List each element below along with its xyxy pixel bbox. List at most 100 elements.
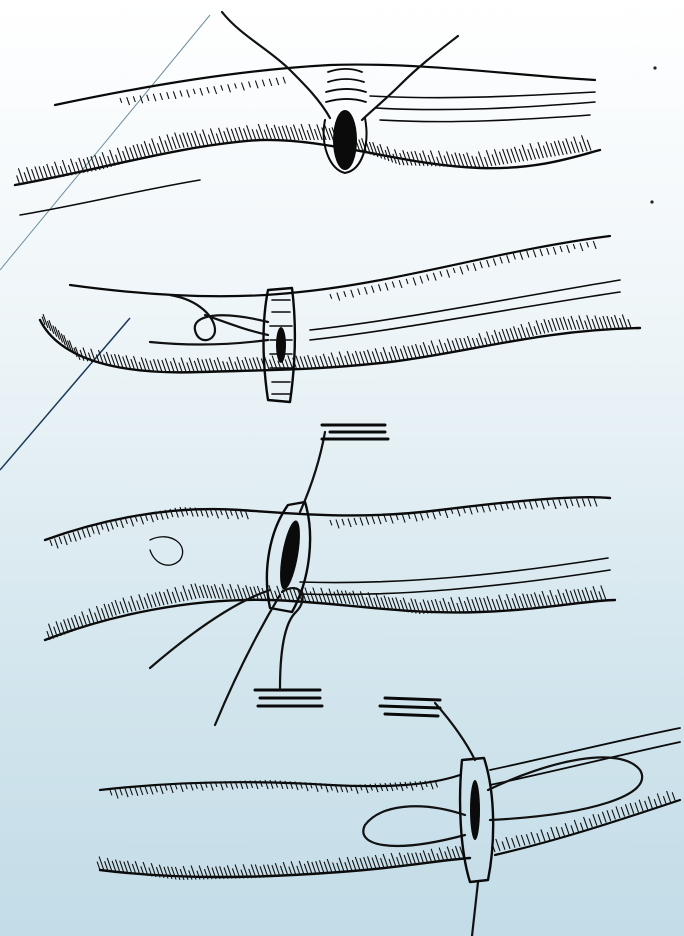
hatch-stroke [587,242,589,247]
hatch-stroke [485,157,488,167]
hatch-stroke [406,279,408,284]
hatch-stroke [592,319,596,329]
hatch-stroke [160,93,163,100]
hatch-stroke [312,862,316,874]
hatch-stroke [576,320,579,330]
hatch-stroke [223,361,226,371]
hatch-stroke [283,77,285,84]
hatch-stroke [528,149,532,160]
hatch-stroke [172,592,176,603]
hatch-stroke [460,266,463,274]
hatch-stroke [354,518,357,525]
hatch-stroke [387,146,393,162]
hatch-stroke [603,316,608,329]
hatch-stroke [228,84,231,92]
hatch-stroke [593,814,597,826]
hatch-stroke [445,343,449,353]
suture-loop-2 [150,295,268,344]
hatch-stroke [79,616,83,627]
hatch-stroke [472,156,476,168]
hatch-stroke [137,144,142,158]
hatch-stroke [420,153,424,166]
hatch-stroke [208,135,212,145]
hatch-stroke [547,832,550,840]
hatch-stroke [202,359,206,371]
hatch-stroke [339,352,344,366]
hatch-stroke [560,246,562,252]
hatch-stroke [599,317,603,328]
hatch-stroke [73,532,76,541]
hatch-stroke [528,322,533,336]
hatch-stroke [547,248,549,255]
hatch-stroke [355,351,360,364]
vessel-2 [40,236,640,372]
hatch-stroke [244,128,249,141]
hatch-stroke [242,83,245,91]
hatch-stroke [165,140,169,151]
hatch-stroke [331,353,336,367]
hatch-stroke [307,130,311,140]
hatch-stroke [276,78,279,85]
hatch-stroke [487,260,490,267]
hatch-stroke [582,590,586,602]
hatch-stroke [366,597,369,606]
hatch-stroke [308,355,313,368]
hatch-stroke [464,601,468,612]
hatch-stroke [499,152,503,165]
hatch-stroke [667,791,671,803]
hatch-stroke [625,804,629,815]
vessel-2-shading [42,241,631,372]
hatch-stroke [521,324,526,338]
hatch-stroke [492,154,496,165]
hatch-stroke [507,149,512,163]
ink-speck [650,200,653,203]
hatch-stroke [170,784,173,793]
hatch-stroke [579,315,584,329]
hatch-stroke [358,595,362,606]
hatch-stroke [558,141,563,156]
hatch-stroke [372,351,376,362]
hatch-stroke [506,329,510,341]
hatch-stroke [447,339,452,353]
hatch-stroke [378,516,381,525]
hatch-stroke [551,827,555,839]
hatch-stroke [567,245,570,253]
hatch-stroke [180,91,182,97]
hatch-stroke [541,829,545,841]
hatch-stroke [87,615,90,625]
hatch-stroke [348,518,351,527]
hatch-stroke [249,82,251,88]
hatch-stroke [534,326,537,335]
hatch-stroke [165,358,170,371]
hatch-stroke [327,859,332,873]
hatch-stroke [255,81,258,89]
hatch-stroke [374,598,378,608]
hatch-stroke [400,782,403,791]
hatch-stroke [120,602,124,614]
hatch-stroke [527,594,532,607]
hatch-stroke [304,356,308,368]
hatch-stroke [390,515,393,524]
hatch-stroke [580,823,583,831]
hatch-stroke [420,276,423,284]
hatch-stroke [506,837,510,849]
hatch-stroke [423,850,428,863]
hatch-stroke [593,241,596,249]
hatch-stroke [519,149,523,161]
hatch-stroke [574,820,578,832]
hatch-stroke [207,87,209,93]
hatch-stroke [144,597,148,608]
hatch-stroke [360,517,363,525]
hatch-stroke [304,864,308,875]
hatch-stroke [663,796,666,804]
hatch-stroke [595,316,600,329]
hatch-stroke [197,871,200,880]
hatch-stroke [139,594,144,609]
hatch-stroke [101,608,105,619]
hatch-stroke [147,95,149,101]
hatch-stroke [565,823,569,835]
hatch-stroke [162,360,166,372]
hatch-stroke [372,516,375,524]
hatch-stroke [328,357,332,367]
hatch-stroke [452,849,456,860]
